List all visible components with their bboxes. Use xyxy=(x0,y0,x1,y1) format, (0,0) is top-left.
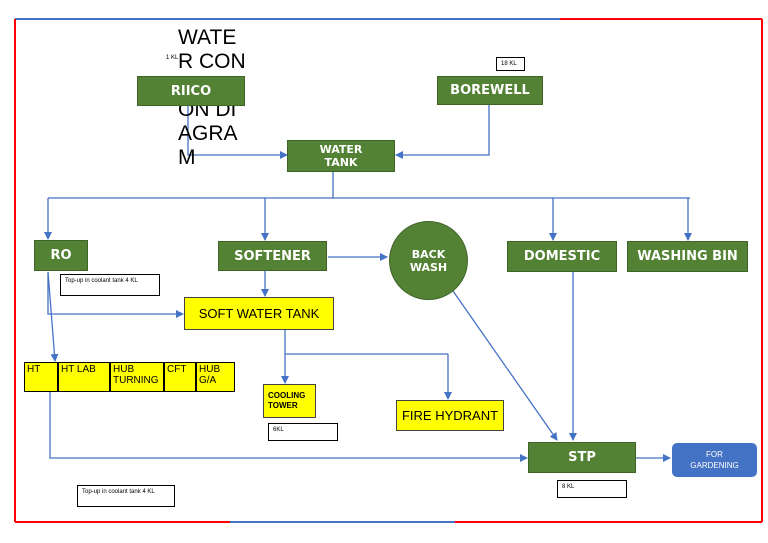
edge-riico-watertank xyxy=(187,106,288,159)
ro-node: RO xyxy=(34,240,88,271)
cft-cell: CFT xyxy=(164,362,196,392)
softener-label: SOFTENER xyxy=(234,248,311,264)
hub-turning-cell: HUB TURNING xyxy=(110,362,164,392)
soft-water-tank-node: SOFT WATER TANK xyxy=(184,297,334,330)
washing-bin-label: WASHING BIN xyxy=(637,249,738,264)
domestic-node: DOMESTIC xyxy=(507,241,617,272)
ht-cell: HT xyxy=(24,362,58,392)
washing-bin-node: WASHING BIN xyxy=(627,241,748,272)
riico-kl-note: 1 KL xyxy=(166,55,179,61)
water-tank-label: WATER TANK xyxy=(319,143,363,169)
for-gardening-node: FOR GARDENING xyxy=(672,443,757,477)
water-tank-node: WATER TANK xyxy=(287,140,395,172)
edge-htrow-stp xyxy=(49,392,528,462)
edge-ro-htrow xyxy=(47,271,59,362)
domestic-label: DOMESTIC xyxy=(523,249,601,264)
stp-label: STP xyxy=(568,450,596,465)
page-border xyxy=(14,18,763,523)
borewell-node: BOREWELL xyxy=(437,76,543,105)
soft-water-tank-label: SOFT WATER TANK xyxy=(198,306,320,321)
softener-node: SOFTENER xyxy=(218,241,327,271)
riico-node: RIICO xyxy=(137,76,245,106)
borewell-kl-note: 18 KL xyxy=(496,57,525,71)
ht-lab-cell: HT LAB xyxy=(58,362,110,392)
stp-kl-note: 8 KL xyxy=(557,480,627,498)
for-gardening-label: FOR GARDENING xyxy=(690,450,739,470)
bottom-topup-note: Top-up in coolant tank 4 KL xyxy=(77,485,175,507)
cooling-tower-label: COOLING TOWER xyxy=(268,391,306,410)
edge-ro-softtank xyxy=(47,272,184,318)
borewell-label: BOREWELL xyxy=(450,83,530,98)
ro-topup-note: Top-up in coolant tank 4 KL xyxy=(60,274,160,296)
edge-backwash-stp xyxy=(452,290,558,441)
cooling-kl-note: 6KL xyxy=(268,423,338,441)
riico-label: RIICO xyxy=(170,83,212,99)
fire-hydrant-node: FIRE HYDRANT xyxy=(396,400,504,431)
stp-node: STP xyxy=(528,442,636,473)
hub-ga-cell: HUB G/A xyxy=(196,362,235,392)
cooling-tower-node: COOLING TOWER xyxy=(263,384,316,418)
ro-label: RO xyxy=(50,248,72,263)
back-wash-label: BACK WASH xyxy=(409,247,448,274)
edge-borewell-watertank xyxy=(395,105,490,159)
back-wash-node: BACK WASH xyxy=(389,221,468,300)
fire-hydrant-label: FIRE HYDRANT xyxy=(401,408,499,423)
